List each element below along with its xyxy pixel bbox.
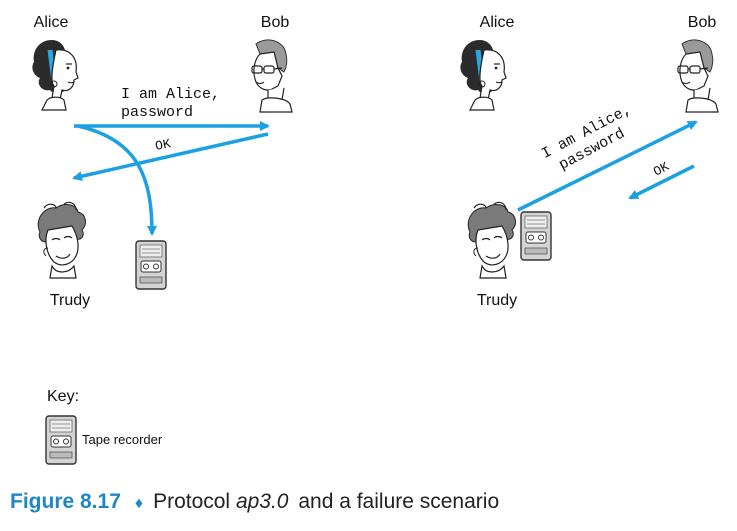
alice-figure (460, 40, 506, 110)
ok-label: OK (154, 136, 172, 154)
trudy-label: Trudy (477, 292, 517, 309)
tape-recorder-key-icon (45, 415, 77, 465)
tape-recorder-key-label: Tape recorder (82, 432, 163, 447)
caption-text-before: Protocol (153, 490, 236, 513)
trudy-label: Trudy (50, 292, 90, 309)
trudy-figure (467, 201, 517, 279)
message-line2: password (121, 104, 193, 121)
protocol-name: ap3.0 (236, 490, 289, 513)
tape-recorder-icon (520, 211, 552, 261)
alice-figure (32, 40, 78, 110)
message-line1: I am Alice, (121, 86, 220, 103)
bob-figure (677, 39, 719, 113)
intercept-arrow (77, 124, 157, 236)
ok-label: OK (651, 159, 672, 180)
figure-number: Figure 8.17 (10, 490, 121, 513)
alice-label: Alice (34, 14, 69, 31)
trudy-figure (37, 201, 87, 279)
right-scenario: Alice Bob I am Alice, password OK Trudy (460, 14, 719, 309)
bob-label: Bob (688, 14, 717, 31)
caption-separator: ♦ (135, 495, 143, 512)
bob-label: Bob (261, 14, 290, 31)
bob-figure (251, 39, 293, 113)
bob-to-trudy-arrow (72, 132, 269, 182)
caption-text-after: and a failure scenario (293, 490, 500, 513)
left-scenario: Alice Bob I am Alice, password OK Trudy (32, 14, 293, 309)
key: Key: Tape recorder (45, 388, 163, 465)
figure-caption: Figure 8.17 ♦ Protocol ap3.0 and a failu… (10, 490, 499, 513)
bob-to-trudy-arrow (628, 164, 695, 200)
key-title: Key: (47, 388, 79, 405)
trudy-to-bob-arrow (517, 120, 698, 212)
alice-label: Alice (480, 14, 515, 31)
tape-recorder-icon (135, 240, 167, 290)
